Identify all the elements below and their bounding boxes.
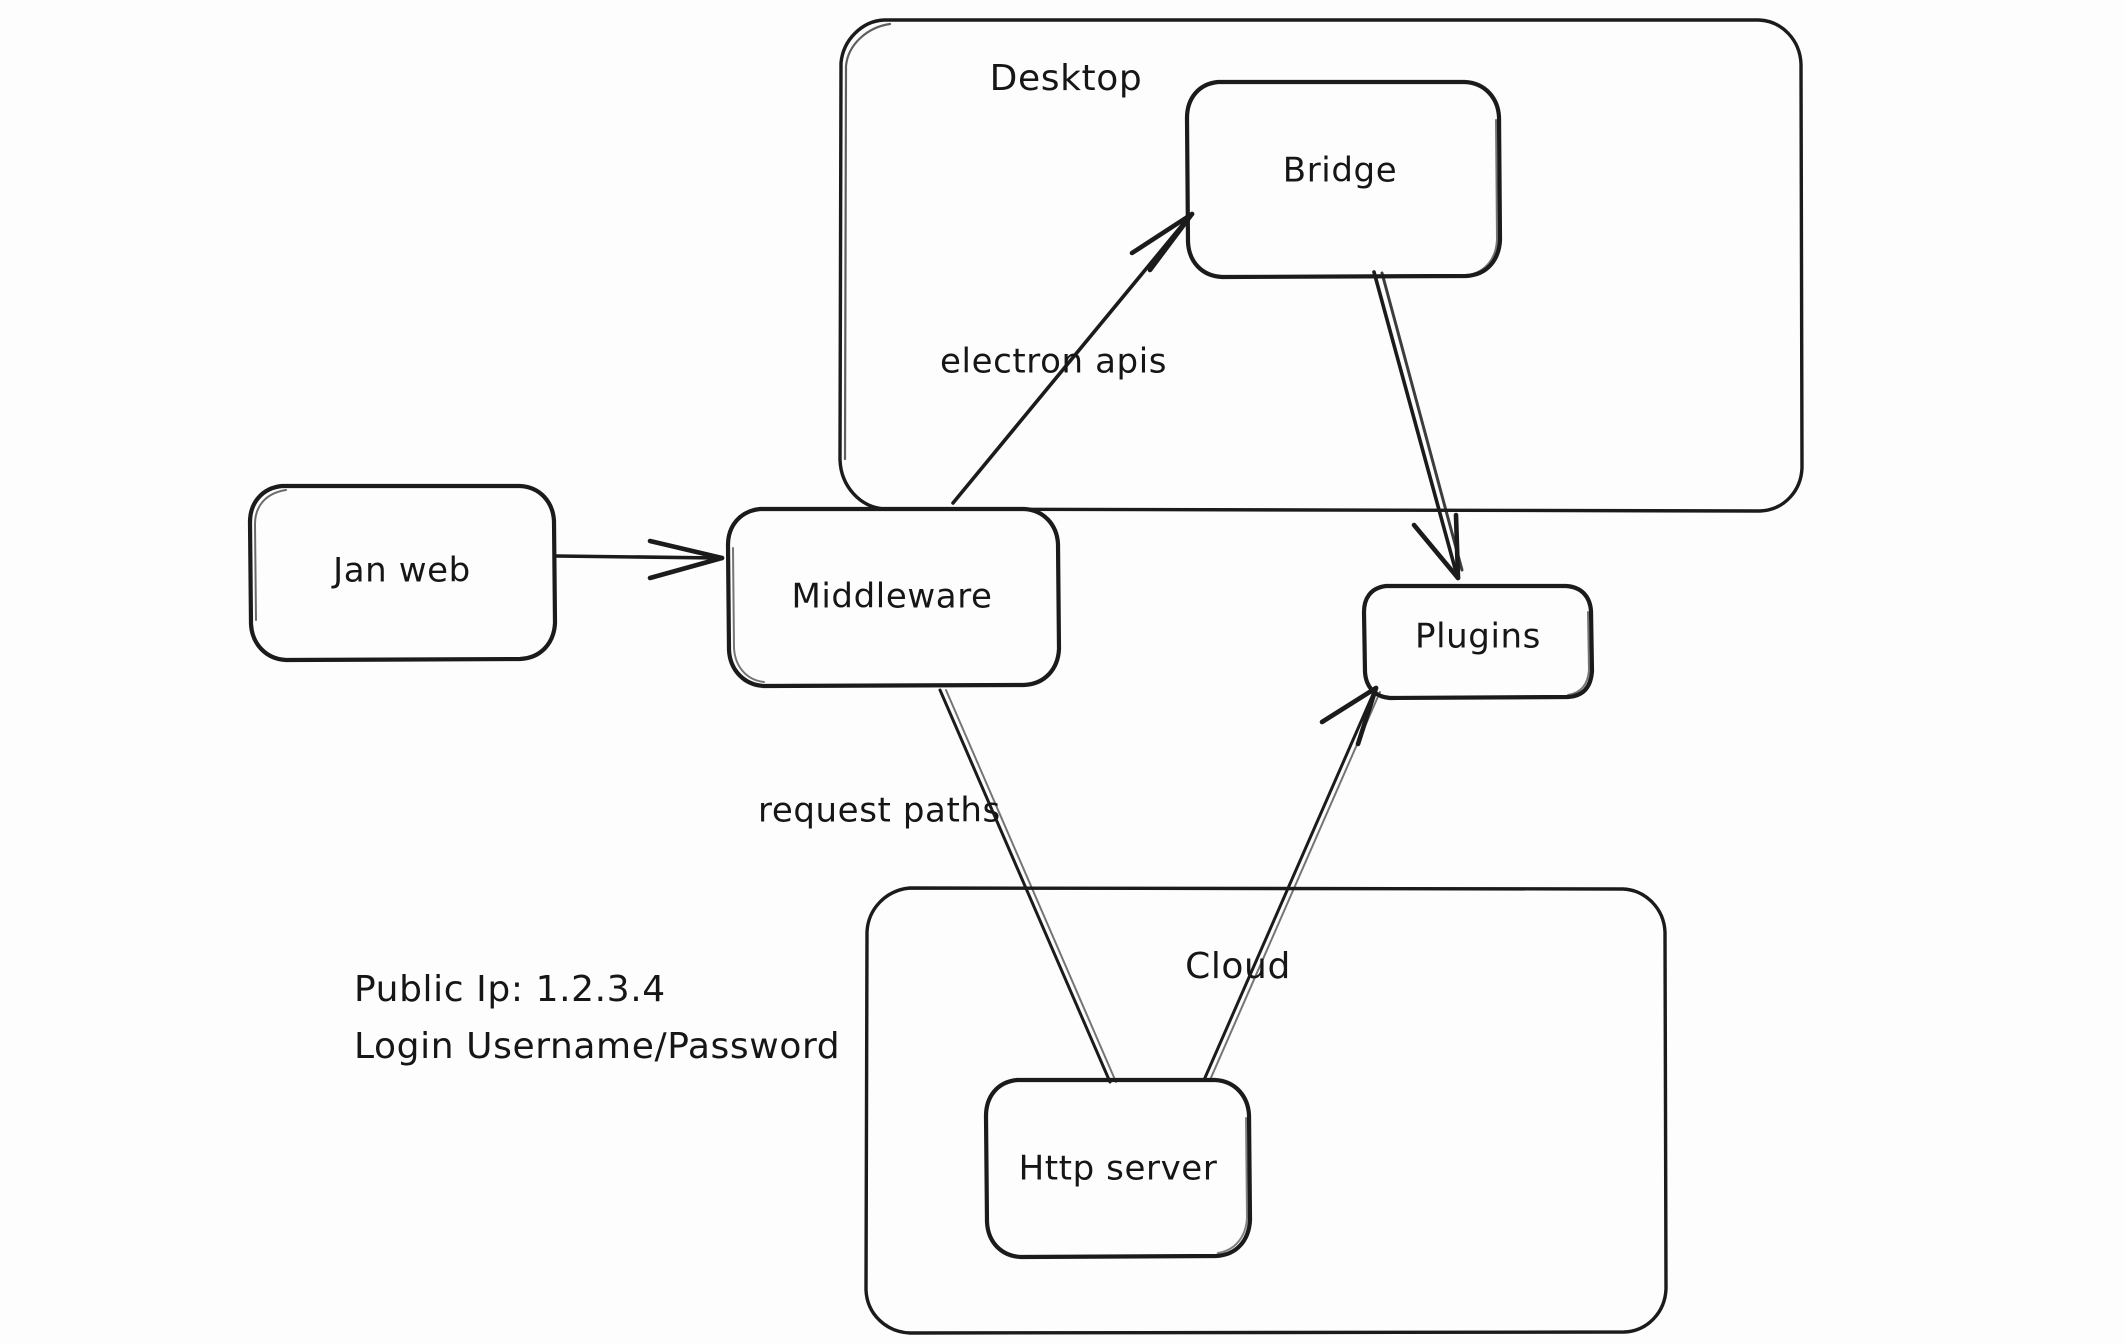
edge-bridge-to-plugins[interactable] xyxy=(1372,270,1464,581)
arrowhead-upper-janweb xyxy=(647,538,725,561)
edge-line-janweb-middleware xyxy=(554,554,720,560)
edge-janweb-to-middleware[interactable] xyxy=(554,538,725,581)
container-desktop[interactable]: Desktop xyxy=(838,18,1804,513)
desktop-container-label: Desktop xyxy=(990,58,1143,99)
plugins-box-outline xyxy=(1361,583,1595,701)
plugins-box-sketch-echo xyxy=(1567,611,1590,696)
cloud-container-label: Cloud xyxy=(1185,946,1291,987)
bridge-label: Bridge xyxy=(1283,151,1397,191)
arrowhead-a-plugins-top xyxy=(1411,522,1461,581)
arrowhead-b-plugins-top xyxy=(1453,512,1461,581)
jan-web-label: Jan web xyxy=(331,551,471,591)
note-line-public-ip: Public Ip: 1.2.3.4 xyxy=(354,969,666,1010)
arrowhead-lower-janweb xyxy=(647,555,725,581)
node-plugins[interactable]: Plugins xyxy=(1361,583,1595,701)
edge-line-middleware-httpserver-echo xyxy=(945,689,1117,1083)
cloud-container-outline xyxy=(864,886,1668,1335)
public-ip-note: Public Ip: 1.2.3.4 Login Username/Passwo… xyxy=(354,969,840,1067)
container-cloud[interactable]: Cloud xyxy=(864,886,1668,1335)
http-server-box-sketch-echo xyxy=(1217,1117,1248,1254)
edge-line-httpserver-plugins-echo xyxy=(1209,691,1381,1081)
jan-web-box-sketch-echo xyxy=(254,489,287,621)
bridge-box-sketch-echo xyxy=(1467,119,1498,276)
edge-line-middleware-bridge xyxy=(951,216,1190,505)
arrowhead-b-plugins-bottom xyxy=(1355,685,1379,747)
edge-label-request-paths: request paths xyxy=(758,791,1001,831)
edge-line-bridge-plugins xyxy=(1372,270,1458,574)
edge-line-bridge-plugins-echo xyxy=(1380,271,1464,572)
edge-line-middleware-httpserver xyxy=(938,688,1112,1084)
edge-line-httpserver-plugins xyxy=(1202,690,1376,1082)
node-jan-web[interactable]: Jan web xyxy=(247,483,558,663)
note-line-login: Login Username/Password xyxy=(354,1026,840,1067)
edge-httpserver-to-plugins[interactable] xyxy=(1202,685,1381,1082)
edge-middleware-to-bridge[interactable]: electron apis xyxy=(940,211,1195,505)
jan-web-box-outline xyxy=(247,483,558,663)
edge-middleware-to-httpserver[interactable]: request paths xyxy=(758,688,1117,1084)
node-http-server[interactable]: Http server xyxy=(983,1077,1253,1260)
edge-label-electron-apis: electron apis xyxy=(940,342,1167,382)
arrowhead-b-bridge xyxy=(1147,211,1195,273)
bridge-box-outline xyxy=(1184,79,1503,280)
node-middleware[interactable]: Middleware xyxy=(725,506,1062,689)
node-bridge[interactable]: Bridge xyxy=(1184,79,1503,280)
middleware-label: Middleware xyxy=(791,577,992,617)
http-server-label: Http server xyxy=(1019,1149,1218,1189)
middleware-box-outline xyxy=(725,506,1062,689)
middleware-box-sketch-echo xyxy=(732,547,765,683)
desktop-container-outline xyxy=(838,18,1804,513)
http-server-box-outline xyxy=(983,1077,1253,1260)
arrowhead-a-bridge xyxy=(1129,211,1195,256)
plugins-label: Plugins xyxy=(1415,617,1541,657)
desktop-container-sketch-echo xyxy=(843,22,892,461)
arrowhead-a-plugins-bottom xyxy=(1319,685,1379,725)
